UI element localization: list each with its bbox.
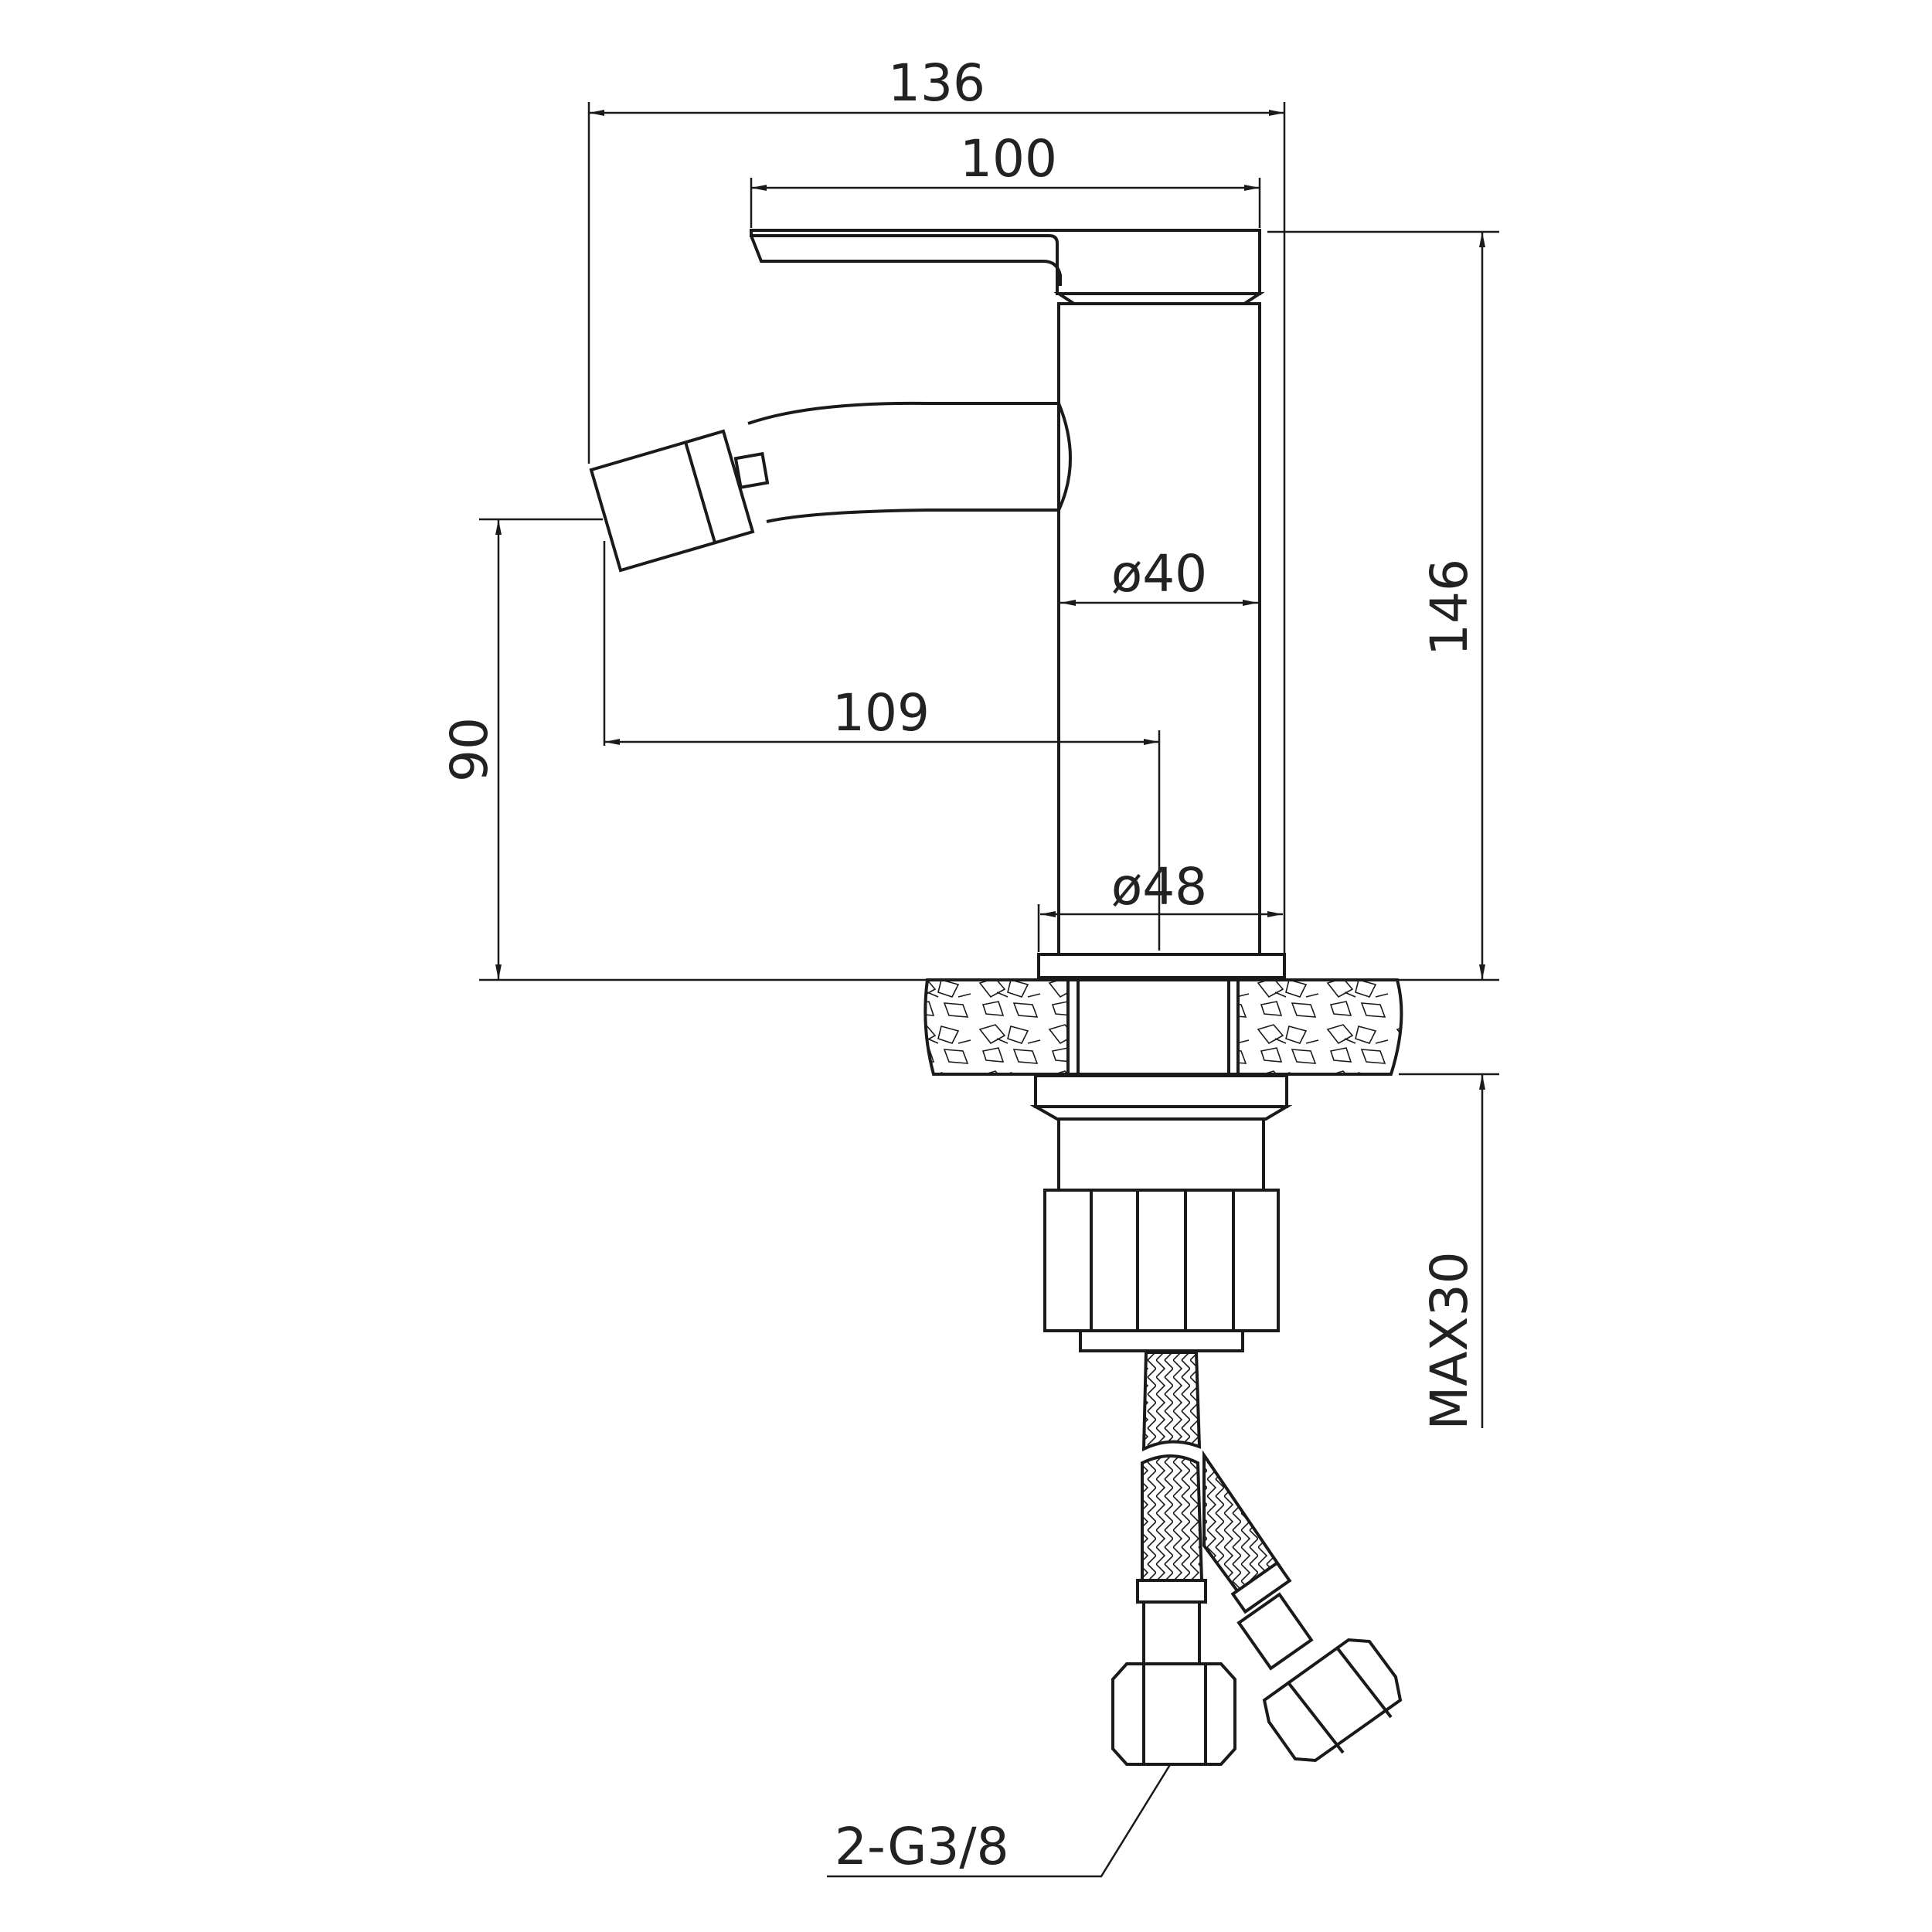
countertop-left xyxy=(923,978,1070,1076)
label-body-diameter: ø40 xyxy=(1111,544,1207,604)
hose-stem-right xyxy=(1236,1592,1314,1671)
spout-head xyxy=(589,429,755,573)
label-spout-reach: 109 xyxy=(832,683,930,743)
nut-lip xyxy=(1079,1329,1244,1352)
dimension-lines xyxy=(479,102,1499,1878)
countertop-section xyxy=(923,978,1403,1076)
label-spout-height: 90 xyxy=(440,717,499,782)
thread-leader xyxy=(827,1763,1172,1878)
threaded-shank xyxy=(1057,1117,1265,1192)
handle-lever-tip xyxy=(750,235,1062,286)
spout-connector xyxy=(733,451,770,489)
base-flange xyxy=(1037,953,1286,979)
hose-stem-left xyxy=(1142,1600,1201,1665)
mounting-hardware xyxy=(1029,1074,1293,1352)
hex-nut-right xyxy=(1262,1638,1403,1763)
label-base-diameter: ø48 xyxy=(1111,857,1207,917)
spout-head-divider xyxy=(684,441,716,543)
shank-taper xyxy=(1029,1105,1293,1121)
fixing-nut xyxy=(1043,1189,1280,1332)
washer xyxy=(1034,1074,1288,1108)
hose-ferrule-left xyxy=(1136,1579,1207,1604)
label-lever-length: 100 xyxy=(960,129,1057,189)
spout-arm xyxy=(747,401,1072,523)
hose-ferrule-right xyxy=(1230,1560,1292,1614)
label-overall-width: 136 xyxy=(888,53,985,113)
label-inlet-thread: 2-G3/8 xyxy=(835,1817,1009,1876)
hose-upper xyxy=(1141,1351,1202,1452)
hex-nut-left xyxy=(1111,1662,1236,1766)
hose-left xyxy=(1141,1454,1204,1582)
label-max-counter: MAX30 xyxy=(1420,1251,1479,1430)
faucet-body xyxy=(589,229,1286,979)
mounting-shank xyxy=(1066,978,1240,1076)
countertop-right xyxy=(1236,978,1403,1076)
label-overall-height: 146 xyxy=(1420,559,1479,656)
dimension-labels: 136 100 146 ø40 ø48 109 90 MAX30 2-G3/8 xyxy=(440,53,1479,1876)
supply-hoses xyxy=(1111,1351,1403,1766)
